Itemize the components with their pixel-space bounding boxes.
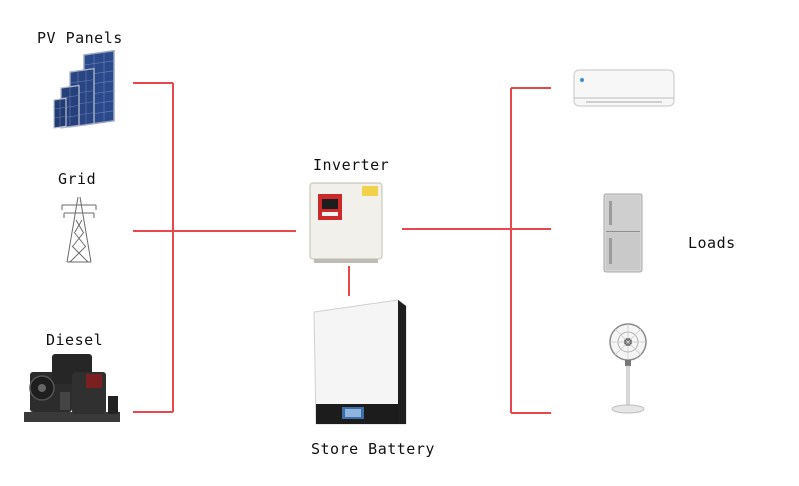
grid-label: Grid bbox=[58, 170, 97, 188]
solar-panel-icon bbox=[53, 49, 115, 129]
air-conditioner-icon bbox=[573, 69, 675, 107]
battery-icon bbox=[313, 299, 407, 425]
inverter-label: Inverter bbox=[313, 156, 390, 174]
diesel-label: Diesel bbox=[46, 331, 104, 349]
inverter-icon bbox=[309, 182, 383, 263]
pv-panels-label: PV Panels bbox=[37, 29, 123, 47]
power-pylon-icon bbox=[61, 196, 97, 263]
refrigerator-icon bbox=[603, 193, 643, 273]
electric-fan-icon bbox=[609, 323, 647, 414]
loads-label: Loads bbox=[688, 234, 736, 252]
connector-lines bbox=[133, 82, 551, 414]
diesel-generator-icon bbox=[24, 354, 120, 422]
store-battery-label: Store Battery bbox=[311, 440, 435, 458]
